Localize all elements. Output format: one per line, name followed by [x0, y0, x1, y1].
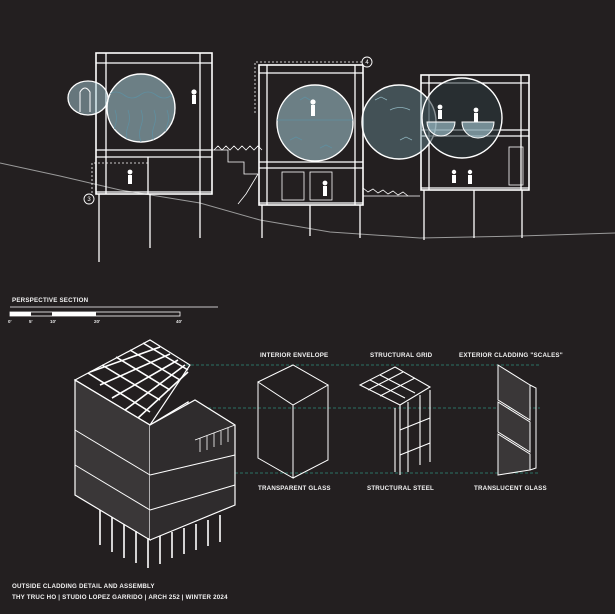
building-left — [95, 52, 213, 262]
water-bubble-small — [67, 80, 109, 116]
human-figures — [127, 89, 479, 196]
callout-circle-4 — [361, 56, 373, 68]
footer-title: OUTSIDE CLADDING DETAIL AND ASSEMBLY — [12, 583, 155, 590]
structural-grid-drawing — [358, 366, 432, 475]
label-translucent-glass: TRANSLUCENT GLASS — [474, 485, 547, 492]
scale-bar — [9, 306, 218, 317]
label-structural-grid: STRUCTURAL GRID — [370, 352, 433, 359]
section-title: PERSPECTIVE SECTION — [12, 297, 89, 304]
callout-3: 3 — [87, 197, 91, 203]
guide-lines — [186, 364, 540, 474]
perspective-section-drawing — [0, 52, 615, 262]
footer-credit: THY TRUC HO | STUDIO LOPEZ GARRIDO | ARC… — [12, 594, 228, 601]
water-bubble-middle — [276, 84, 354, 162]
scale-tick-0: 0' — [8, 319, 12, 324]
building-middle — [258, 64, 364, 238]
water-bubble-left — [106, 73, 176, 143]
callout-4: 4 — [365, 60, 369, 66]
scale-tick-5: 5' — [29, 319, 33, 324]
ground-line — [0, 162, 615, 239]
label-transparent-glass: TRANSPARENT GLASS — [258, 485, 331, 492]
callout-circle-3 — [83, 193, 95, 205]
stair-middle — [362, 187, 420, 197]
scale-tick-10: 10' — [50, 319, 57, 324]
water-bubble-right — [421, 77, 503, 159]
stair-left — [212, 145, 263, 205]
scale-tick-20: 20' — [94, 319, 101, 324]
exterior-cladding-drawing — [497, 364, 537, 476]
label-interior-envelope: INTERIOR ENVELOPE — [260, 352, 329, 359]
callout-dashes — [91, 61, 366, 197]
interior-envelope-drawing — [256, 364, 330, 479]
label-exterior-cladding: EXTERIOR CLADDING "SCALES" — [459, 352, 563, 359]
label-structural-steel: STRUCTURAL STEEL — [367, 485, 435, 492]
scale-tick-40: 40' — [176, 319, 183, 324]
isometric-assembly — [73, 339, 236, 568]
